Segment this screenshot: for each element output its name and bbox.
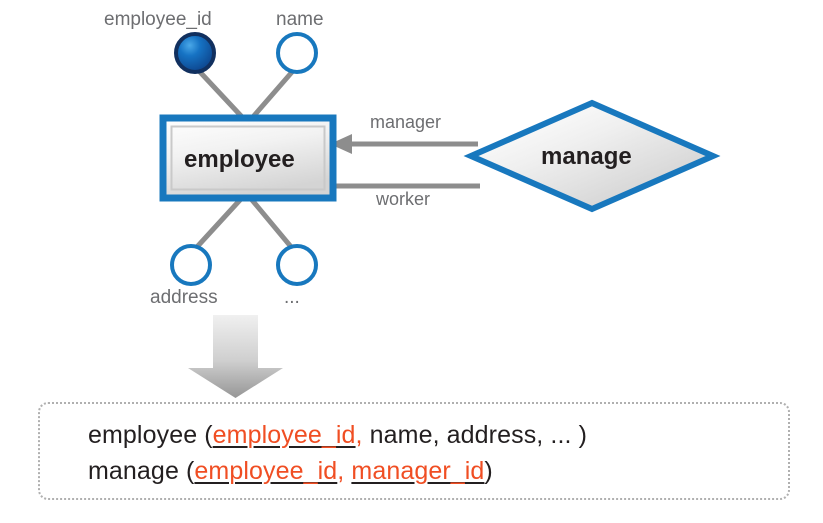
attribute-circles[interactable] bbox=[170, 32, 318, 286]
attribute-circle-address[interactable] bbox=[170, 244, 212, 286]
schema-line-manage: manage (employee_id, manager_id) bbox=[88, 457, 493, 486]
schema-line-employee: employee (employee_id, name, address, ..… bbox=[88, 421, 587, 450]
schema-token-manage-relation-5: ) bbox=[484, 457, 493, 485]
schema-token-employee-relation-0: employee ( bbox=[88, 421, 213, 449]
attribute-label-name: name bbox=[276, 9, 324, 30]
schema-token-manage-relation-4: manager_id bbox=[351, 457, 485, 485]
schema-token-employee-relation-3: name, address, ... ) bbox=[362, 421, 588, 449]
attribute-circle-employee-id[interactable] bbox=[174, 32, 216, 74]
schema-token-employee-relation-2: , bbox=[355, 421, 363, 449]
attribute-label-address: address bbox=[150, 287, 218, 308]
attribute-circle-name[interactable] bbox=[276, 32, 318, 74]
attribute-circle-ellipsis[interactable] bbox=[276, 244, 318, 286]
big-down-arrow bbox=[188, 315, 283, 398]
connector-name bbox=[249, 69, 295, 121]
schema-panel: employee (employee_id, name, address, ..… bbox=[38, 402, 790, 500]
attribute-connectors bbox=[193, 69, 295, 251]
entity-employee-shape[interactable] bbox=[159, 114, 337, 202]
relationship-manage-shape[interactable] bbox=[463, 99, 721, 213]
schema-token-manage-relation-2: , bbox=[337, 457, 345, 485]
schema-token-manage-relation-0: manage ( bbox=[88, 457, 195, 485]
attribute-label-ellipsis: ... bbox=[284, 287, 300, 308]
role-label-worker: worker bbox=[376, 189, 431, 209]
connector-employee-id bbox=[197, 69, 246, 121]
connector-address bbox=[193, 197, 243, 251]
relationship-label-manage: manage bbox=[541, 143, 632, 170]
schema-token-manage-relation-1: employee_id bbox=[194, 457, 338, 485]
attribute-label-employee-id: employee_id bbox=[104, 9, 212, 30]
entity-label-employee: employee bbox=[184, 146, 295, 173]
role-label-manager: manager bbox=[370, 112, 442, 132]
schema-token-employee-relation-1: employee_id bbox=[212, 421, 356, 449]
relationship-connectors bbox=[330, 134, 480, 189]
connector-ellipsis bbox=[249, 197, 295, 251]
arrowhead-manager bbox=[330, 134, 352, 154]
